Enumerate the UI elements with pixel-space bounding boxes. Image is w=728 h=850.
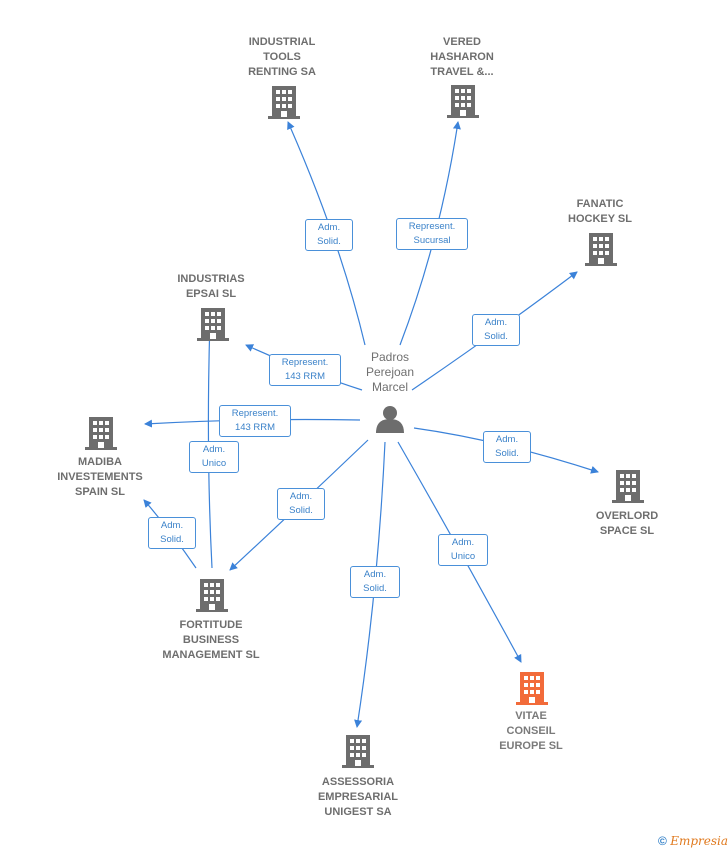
company-madiba[interactable]: MADIBA INVESTEMENTS SPAIN SL (57, 456, 143, 498)
person-name[interactable]: Padros Perejoan Marcel (365, 350, 415, 394)
building-icon-industrias (197, 308, 229, 341)
company-fortitude[interactable]: FORTITUDE BUSINESS MANAGEMENT SL (162, 619, 260, 661)
relation-badge: Adm. Unico (189, 441, 239, 473)
relation-badge: Adm. Solid. (148, 517, 196, 549)
company-industrial-tools[interactable]: INDUSTRIAL TOOLS RENTING SA (248, 36, 316, 78)
building-icon-vered (447, 85, 479, 118)
relation-badge: Represent. Sucursal (396, 218, 468, 250)
relation-badge: Adm. Solid. (350, 566, 400, 598)
building-icon-overlord (612, 470, 644, 503)
footer-credit: © Empresia (658, 834, 728, 848)
building-icon-madiba (85, 417, 117, 450)
company-overlord[interactable]: OVERLORD SPACE SL (595, 510, 659, 537)
company-assessoria[interactable]: ASSESSORIA EMPRESARIAL UNIGEST SA (317, 776, 399, 818)
relation-badge: Adm. Unico (438, 534, 488, 566)
person-icon (376, 406, 404, 433)
copyright-symbol: © (658, 834, 667, 848)
building-icon-assessoria (342, 735, 374, 768)
brand-logo[interactable]: Empresia (670, 834, 728, 848)
relation-badge: Represent. 143 RRM (269, 354, 341, 386)
building-icon-fortitude (196, 579, 228, 612)
building-icon-fanatic (585, 233, 617, 266)
relation-badge: Adm. Solid. (277, 488, 325, 520)
relation-badge: Adm. Solid. (305, 219, 353, 251)
building-icon-industrial-tools (268, 86, 300, 119)
company-industrias[interactable]: INDUSTRIAS EPSAI SL (177, 273, 245, 300)
relation-badge: Adm. Solid. (483, 431, 531, 463)
relation-badge: Represent. 143 RRM (219, 405, 291, 437)
company-vitae[interactable]: VITAE CONSEIL EUROPE SL (499, 710, 563, 752)
company-vered[interactable]: VERED HASHARON TRAVEL &... (430, 36, 494, 78)
building-icon-vitae (516, 672, 548, 705)
relation-badge: Adm. Solid. (472, 314, 520, 346)
company-fanatic[interactable]: FANATIC HOCKEY SL (568, 198, 632, 225)
